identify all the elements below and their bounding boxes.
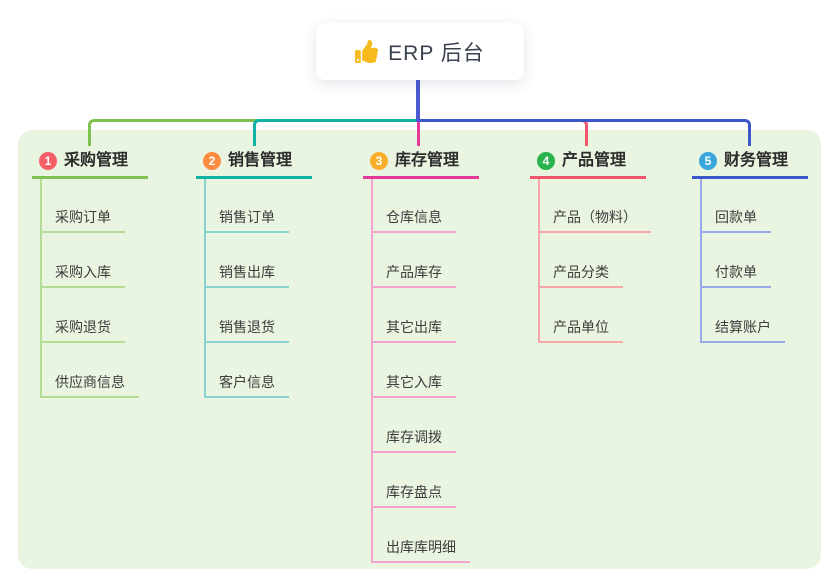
- child-node[interactable]: 销售退货: [204, 318, 289, 343]
- child-node[interactable]: 结算账户: [700, 318, 785, 343]
- branch-node[interactable]: 5 财务管理: [692, 148, 808, 179]
- branch-badge: 2: [203, 152, 221, 170]
- child-node[interactable]: 产品库存: [371, 263, 456, 288]
- child-node[interactable]: 回款单: [700, 208, 771, 233]
- root-trunk-line: [416, 80, 420, 122]
- thumbs-up-icon: [355, 40, 379, 63]
- branch-badge: 5: [699, 152, 717, 170]
- mindmap-canvas: [18, 130, 821, 569]
- branch-label: 采购管理: [64, 152, 129, 169]
- branch-node[interactable]: 1 采购管理: [32, 148, 148, 179]
- root-node[interactable]: ERP 后台: [316, 23, 524, 80]
- child-node[interactable]: 采购退货: [40, 318, 125, 343]
- branch-badge: 4: [537, 152, 555, 170]
- child-node[interactable]: 客户信息: [204, 373, 289, 398]
- root-label: ERP 后台: [388, 41, 485, 65]
- child-node[interactable]: 产品分类: [538, 263, 623, 288]
- branch-badge: 3: [370, 152, 388, 170]
- child-node[interactable]: 销售订单: [204, 208, 289, 233]
- child-node[interactable]: 仓库信息: [371, 208, 456, 233]
- branch-spine-line: [700, 179, 702, 343]
- branch-label: 产品管理: [562, 152, 627, 169]
- branch-label: 财务管理: [724, 152, 789, 169]
- child-node[interactable]: 其它出库: [371, 318, 456, 343]
- branch-spine-line: [371, 179, 373, 563]
- child-node[interactable]: 供应商信息: [40, 373, 139, 398]
- child-node[interactable]: 库存盘点: [371, 483, 456, 508]
- child-node[interactable]: 其它入库: [371, 373, 456, 398]
- branch-connector: [418, 119, 751, 146]
- branch-connector: [253, 119, 418, 146]
- child-node[interactable]: 出库库明细: [371, 538, 470, 563]
- child-node[interactable]: 付款单: [700, 263, 771, 288]
- child-node[interactable]: 销售出库: [204, 263, 289, 288]
- branch-spine-line: [538, 179, 540, 343]
- branch-connector: [88, 119, 418, 146]
- branch-label: 销售管理: [228, 152, 293, 169]
- child-node[interactable]: 库存调拨: [371, 428, 456, 453]
- branch-spine-line: [40, 179, 42, 398]
- branch-spine-line: [204, 179, 206, 398]
- branch-connector: [417, 121, 420, 146]
- branch-badge: 1: [39, 152, 57, 170]
- branch-node[interactable]: 3 库存管理: [363, 148, 479, 179]
- branch-label: 库存管理: [395, 152, 460, 169]
- child-node[interactable]: 产品单位: [538, 318, 623, 343]
- child-node[interactable]: 产品（物料）: [538, 208, 651, 233]
- branch-node[interactable]: 2 销售管理: [196, 148, 312, 179]
- branch-node[interactable]: 4 产品管理: [530, 148, 646, 179]
- child-node[interactable]: 采购订单: [40, 208, 125, 233]
- child-node[interactable]: 采购入库: [40, 263, 125, 288]
